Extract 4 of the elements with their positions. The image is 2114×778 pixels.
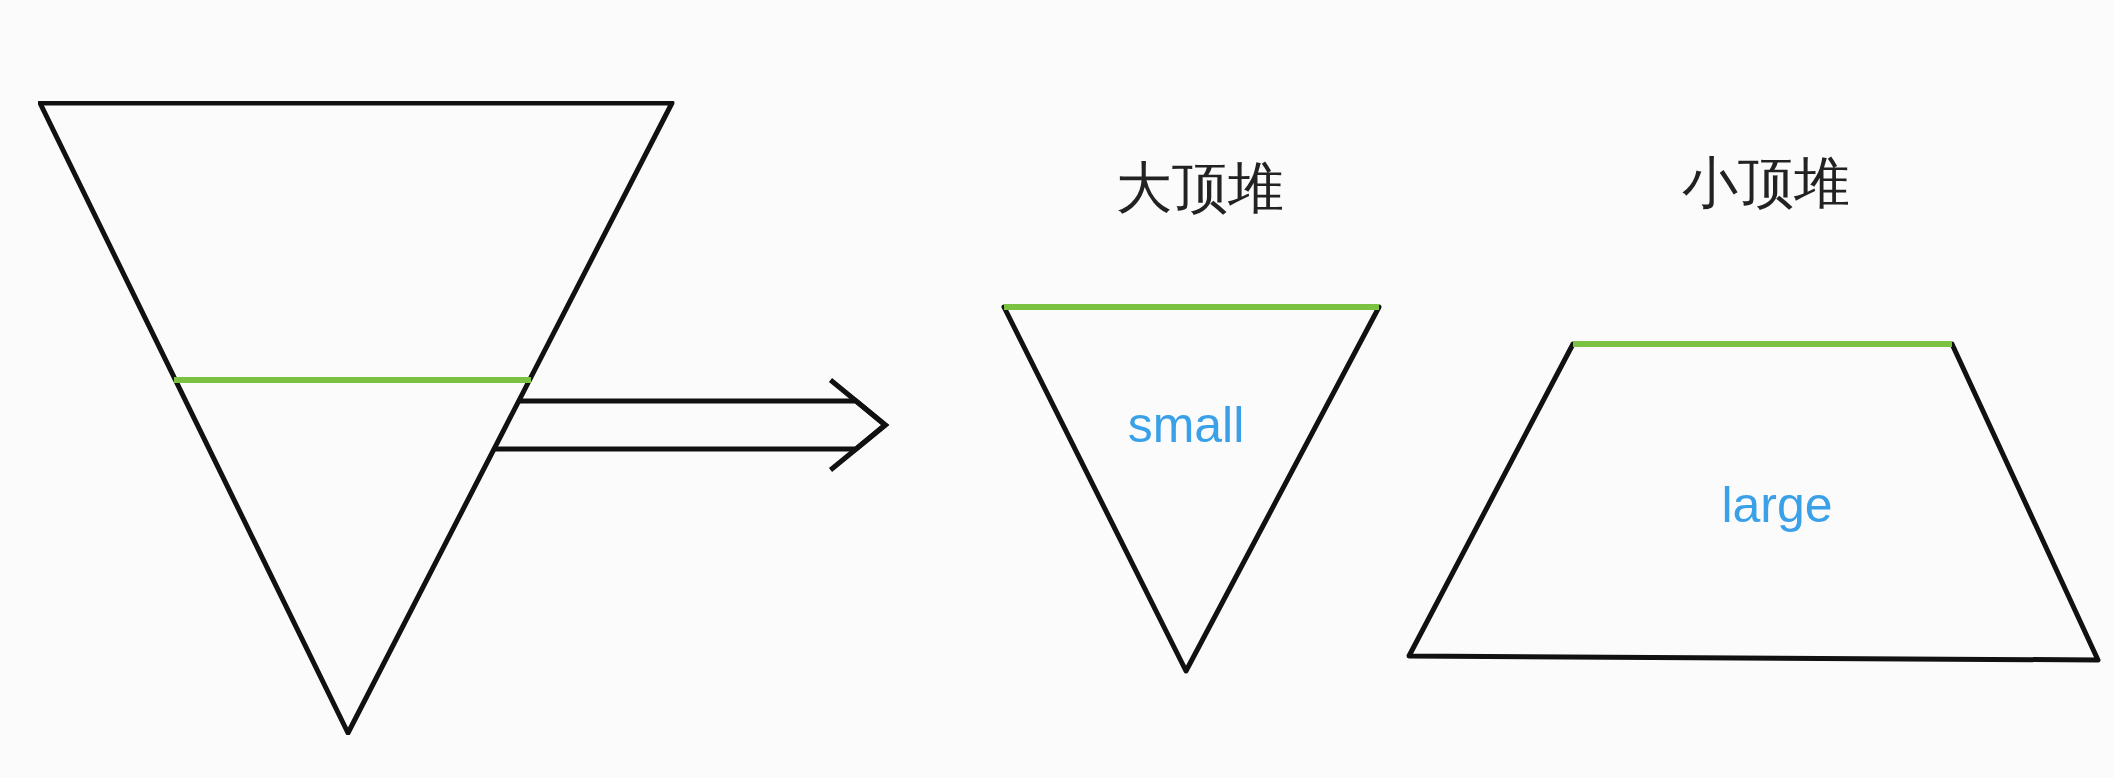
heading: 大顶堆 [1116,160,1284,216]
shape-label: large [1721,480,1833,530]
heading: 小顶堆 [1682,155,1850,211]
shape-label: small [1127,400,1245,450]
